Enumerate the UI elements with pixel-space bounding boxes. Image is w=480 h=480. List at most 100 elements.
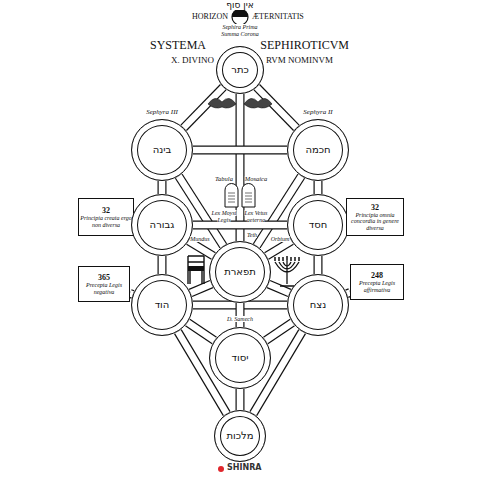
sephira-circle: כתר bbox=[216, 46, 264, 94]
throne-seat bbox=[188, 266, 204, 271]
channel-fill bbox=[189, 241, 214, 256]
sephira-name: כתר bbox=[231, 64, 249, 76]
annotation-label: Orbium bbox=[271, 236, 290, 242]
throne-symbol bbox=[188, 256, 204, 284]
precept-box: 32Principia omnia concordia in genere di… bbox=[346, 198, 404, 236]
sephira-circle: בינהSephyra III bbox=[131, 119, 193, 181]
channel-fill bbox=[315, 256, 322, 274]
path-channel bbox=[193, 225, 287, 226]
channel-fill bbox=[159, 181, 166, 194]
precept-text: Principia omnia concordia in genere dive… bbox=[348, 212, 402, 232]
channel-outline bbox=[267, 241, 292, 256]
annotation-label: RVM NOMINVM bbox=[266, 56, 333, 65]
path-channel bbox=[240, 303, 241, 327]
tablet-lines bbox=[228, 193, 252, 202]
path-channel bbox=[266, 322, 293, 340]
precept-text: Precepta Legis affirmativa bbox=[352, 280, 402, 293]
sephira-name: בינה bbox=[153, 144, 172, 156]
annotation-label: ÆTERNITATIS bbox=[252, 13, 304, 21]
annotation-label: Mosaica bbox=[245, 176, 267, 183]
path-channel bbox=[240, 94, 241, 241]
sephira-name: גבורה bbox=[150, 219, 175, 231]
precept-number: 365 bbox=[98, 273, 110, 282]
annotation-label: Summa Corona bbox=[221, 31, 258, 37]
path-channel bbox=[189, 241, 214, 256]
annotation-label: Sephira Prima bbox=[222, 24, 257, 30]
annotation-label: Lex Vetus bbox=[245, 210, 268, 216]
channel-fill bbox=[237, 303, 244, 327]
horizon-shade bbox=[232, 9, 248, 17]
sephira-circle: יסוד bbox=[209, 327, 271, 389]
path-channel bbox=[191, 284, 212, 293]
channel-outline bbox=[236, 303, 245, 327]
path-channel bbox=[318, 181, 319, 194]
watermark: SHINRA bbox=[227, 464, 261, 472]
sephira-heading: Sephyra II bbox=[302, 108, 333, 117]
channel-outline bbox=[193, 221, 287, 230]
channel-outline bbox=[236, 94, 245, 241]
cherub-left bbox=[208, 98, 236, 108]
sephira-circle: מלכות bbox=[214, 410, 266, 462]
channel-fill bbox=[267, 241, 292, 256]
annotation-label: Legis bbox=[217, 217, 230, 223]
law-tablet bbox=[242, 184, 255, 208]
channel-outline bbox=[158, 181, 167, 194]
sephira-circle: הוד bbox=[131, 274, 193, 336]
channel-outline bbox=[188, 322, 215, 340]
sephira-name: חכמה bbox=[305, 144, 330, 156]
precept-text: Principia creata ergo non diversa bbox=[80, 215, 132, 228]
sephira-name: תפארת bbox=[224, 266, 256, 278]
channel-fill bbox=[237, 389, 244, 410]
channel-outline bbox=[191, 284, 212, 293]
sephira-circle: חסד bbox=[287, 194, 349, 256]
channel-outline bbox=[314, 256, 323, 274]
path-channel bbox=[188, 322, 215, 340]
channel-outline bbox=[266, 322, 293, 340]
menorah-flames bbox=[275, 256, 299, 261]
annotation-label: אין סוף bbox=[226, 1, 253, 10]
precept-box: 365Precepta Legis negativa bbox=[78, 266, 130, 302]
channel-fill bbox=[188, 322, 215, 340]
sephira-heading: Sephyra III bbox=[145, 108, 179, 117]
channel-fill bbox=[159, 256, 166, 274]
annotation-label: X. DIVINO bbox=[171, 56, 214, 65]
channel-fill bbox=[191, 284, 212, 293]
sephira-circle: גבורה bbox=[131, 194, 193, 256]
sephira-name: הוד bbox=[155, 299, 170, 311]
precept-number: 32 bbox=[102, 206, 110, 215]
channel-fill bbox=[237, 94, 244, 241]
path-channel bbox=[162, 181, 163, 194]
path-channel bbox=[162, 256, 163, 274]
channel-fill bbox=[315, 181, 322, 194]
precept-number: 248 bbox=[371, 271, 383, 280]
diagram-title: SYSTEMA SEPHIROTICVM bbox=[150, 39, 349, 51]
precept-number: 32 bbox=[371, 203, 379, 212]
annotation-label: D. Samech bbox=[227, 316, 253, 322]
channel-outline bbox=[314, 181, 323, 194]
sephira-circle: תפארת bbox=[209, 241, 271, 303]
sephira-circle: חכמהSephyra II bbox=[287, 119, 349, 181]
channel-outline bbox=[193, 146, 287, 155]
annotation-label: Mundus bbox=[190, 236, 209, 242]
channel-fill bbox=[193, 147, 287, 154]
horizon-circle bbox=[232, 9, 248, 25]
annotation-label: Tabula bbox=[215, 176, 233, 183]
sephira-name: חסד bbox=[309, 219, 327, 231]
precept-text: Precepta Legis negativa bbox=[80, 282, 128, 295]
path-channel bbox=[267, 241, 292, 256]
precept-box: 32Principia creata ergo non diversa bbox=[78, 198, 134, 236]
sephira-name: נצח bbox=[310, 299, 326, 311]
path-channel bbox=[240, 389, 241, 410]
sephira-name: יסוד bbox=[232, 352, 249, 364]
path-channel bbox=[193, 150, 287, 151]
channel-outline bbox=[189, 241, 214, 256]
cherub-right bbox=[244, 98, 272, 108]
sephira-name: מלכות bbox=[226, 430, 253, 442]
watermark-dot bbox=[218, 466, 224, 472]
law-tablet bbox=[225, 184, 238, 208]
annotation-label: HORIZON bbox=[192, 13, 228, 21]
channel-fill bbox=[266, 322, 293, 340]
channel-outline bbox=[236, 389, 245, 410]
annotation-label: Lex Moysi bbox=[212, 210, 237, 216]
